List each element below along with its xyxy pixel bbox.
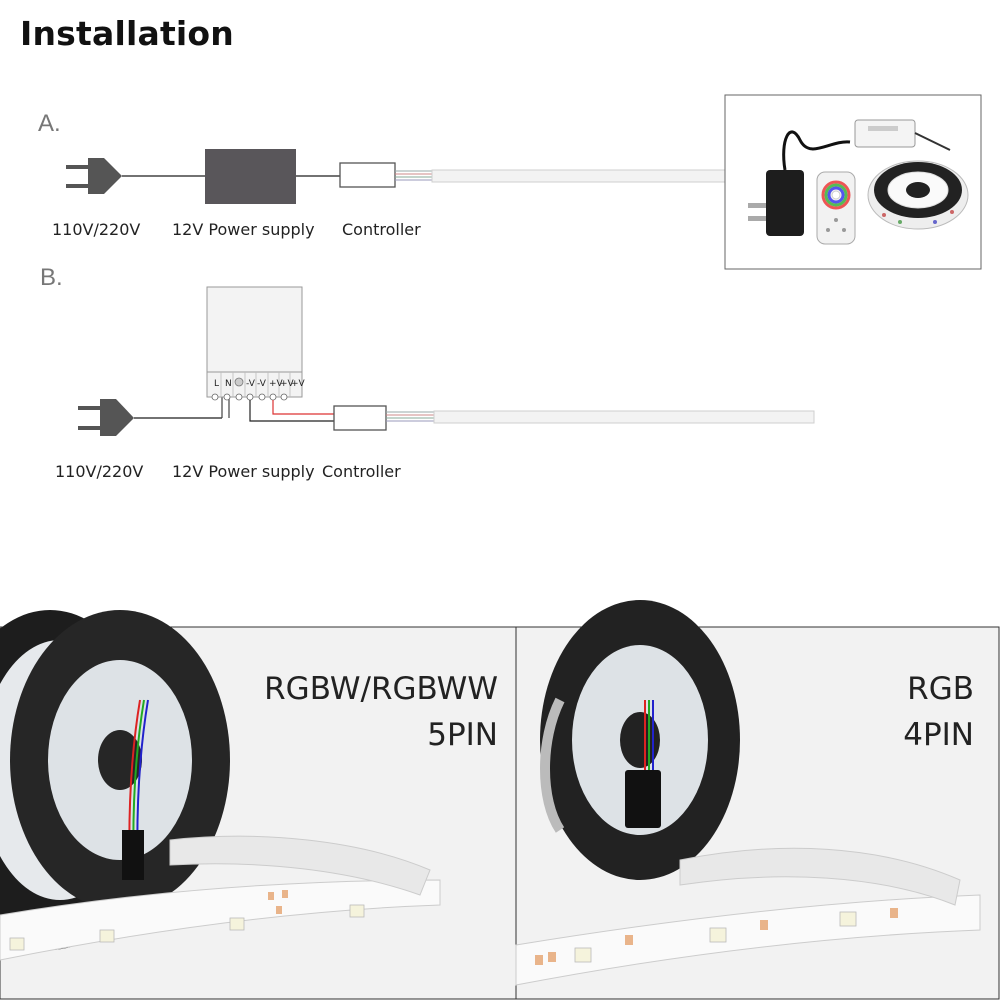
power-supply-label: 12V Power supply [172,462,315,481]
rgbw-strip-photo [0,610,517,1000]
plug-icon [66,158,122,194]
controller-box [339,162,396,188]
power-supply-enclosure: L N -V -V +V +V +V [206,286,306,401]
controller-module-icon [854,119,951,151]
section-a-wiring [66,149,728,204]
controller-box [333,405,387,431]
plug-icon [78,399,134,436]
power-supply-brick [205,149,296,204]
section-a-label: A. [38,110,61,137]
voltage-label: 110V/220V [55,462,144,481]
rgbw-panel-caption: RGBW/RGBWW 5PIN [264,666,498,758]
panel-title: RGBW/RGBWW [264,671,498,707]
panel-title: RGB [907,671,974,707]
power-adapter-icon [748,130,851,236]
led-reel-icon [867,160,969,230]
terminal-label: L [214,379,219,389]
terminal-label: -V [257,379,267,389]
panel-pin-count: 5PIN [427,717,498,753]
led-strip [431,169,728,183]
rgb-strip-photo [515,600,1000,1000]
section-b-wiring: L N -V -V +V +V +V [78,286,815,436]
terminal-label: -V [246,379,256,389]
page-title: Installation [20,14,234,53]
voltage-label: 110V/220V [52,220,141,239]
power-supply-label: 12V Power supply [172,220,315,239]
section-b-label: B. [40,264,63,291]
terminal-label: N [225,379,232,389]
panel-pin-count: 4PIN [903,717,974,753]
controller-label: Controller [322,462,401,481]
remote-control-icon [816,171,856,245]
terminal-label: +V [280,379,295,389]
rgb-panel-caption: RGB 4PIN [903,666,974,758]
terminal-label: +V [291,379,306,389]
terminal-label: +V [269,379,284,389]
led-strip [433,410,815,424]
product-kit-image [724,94,982,270]
controller-label: Controller [342,220,421,239]
